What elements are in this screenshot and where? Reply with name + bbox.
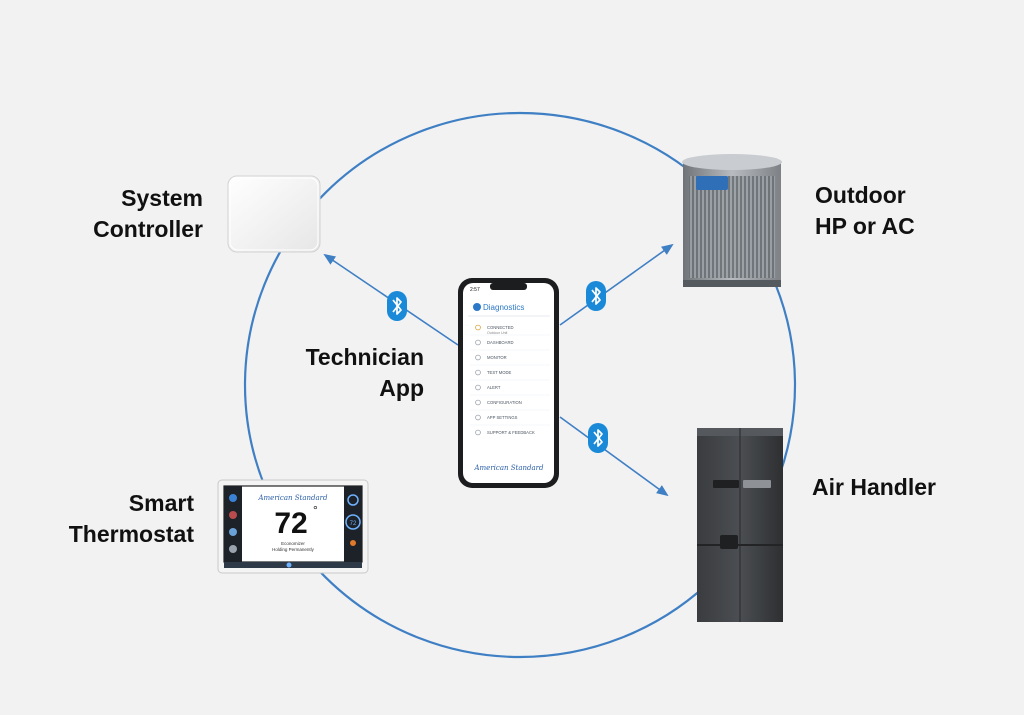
menu-item-icon bbox=[475, 384, 481, 391]
arrow-to-air-handler bbox=[559, 416, 669, 497]
menu-item-icon bbox=[475, 414, 481, 421]
menu-item-label[interactable]: ALERT bbox=[487, 385, 501, 390]
connected-subtitle: Outdoor Unit bbox=[487, 331, 507, 335]
thermostat-brand: American Standard bbox=[257, 494, 328, 502]
thermostat-temperature: 72 bbox=[274, 507, 307, 540]
thermostat-right-setpoint: 72 bbox=[350, 521, 357, 527]
label-technician-app: Technician App bbox=[306, 342, 424, 404]
label-line: Technician bbox=[305, 344, 424, 370]
label-line: Outdoor bbox=[815, 182, 906, 208]
menu-item-label[interactable]: MONITOR bbox=[487, 355, 507, 360]
menu-item-icon bbox=[475, 339, 481, 346]
network-ring bbox=[243, 111, 797, 659]
bluetooth-icon bbox=[586, 281, 606, 311]
diagnostics-logo-icon bbox=[473, 303, 481, 311]
menu-item-label[interactable]: DASHBOARD bbox=[487, 340, 514, 345]
menu-item-icon bbox=[475, 429, 481, 436]
air-handler-device bbox=[697, 428, 783, 622]
label-line: App bbox=[379, 375, 424, 401]
menu-item-label[interactable]: APP SETTINGS bbox=[487, 415, 518, 420]
menu-item-label[interactable]: SUPPORT & FEEDBACK bbox=[487, 430, 535, 435]
label-outdoor-unit: Outdoor HP or AC bbox=[815, 180, 915, 242]
label-line: Thermostat bbox=[68, 521, 194, 547]
bluetooth-icon bbox=[588, 423, 608, 453]
label-system-controller: System Controller bbox=[93, 183, 203, 245]
phone-brand: American Standard bbox=[473, 464, 544, 472]
phone-time: 2:57 bbox=[470, 287, 480, 293]
label-smart-thermostat: Smart Thermostat bbox=[69, 488, 194, 550]
app-title: Diagnostics bbox=[483, 303, 524, 312]
arrow-to-outdoor-unit bbox=[559, 243, 674, 326]
technician-app-phone: 2:57 Diagnostics CONNECTED DASHBOARD MONIT… bbox=[458, 278, 559, 488]
outdoor-unit-device bbox=[682, 154, 782, 287]
menu-item-icon bbox=[475, 369, 481, 376]
smart-thermostat-device: American Standard 72 ° Economizer Holdin… bbox=[217, 479, 369, 574]
menu-item-icon bbox=[475, 324, 481, 331]
system-controller-device bbox=[227, 175, 321, 253]
thermostat-status-line1: Economizer bbox=[281, 541, 305, 546]
bluetooth-icon bbox=[387, 291, 407, 321]
menu-item-icon bbox=[475, 354, 481, 361]
label-line: System bbox=[121, 185, 203, 211]
label-line: Controller bbox=[93, 216, 203, 242]
app-menu: CONNECTED DASHBOARD MONITOR TEST MODE ALERT C… bbox=[470, 324, 550, 436]
label-line: Air Handler bbox=[812, 474, 936, 500]
menu-item-icon bbox=[475, 399, 481, 406]
label-line: HP or AC bbox=[815, 213, 915, 239]
thermostat-status-line2: Holding Permanently bbox=[272, 547, 315, 552]
label-line: Smart bbox=[128, 490, 194, 516]
menu-item-label[interactable]: TEST MODE bbox=[487, 370, 512, 375]
thermostat-degree: ° bbox=[313, 503, 318, 517]
label-air-handler: Air Handler bbox=[812, 472, 936, 503]
menu-item-label[interactable]: CONFIGURATION bbox=[487, 400, 522, 405]
menu-item-label[interactable]: CONNECTED bbox=[487, 325, 514, 330]
